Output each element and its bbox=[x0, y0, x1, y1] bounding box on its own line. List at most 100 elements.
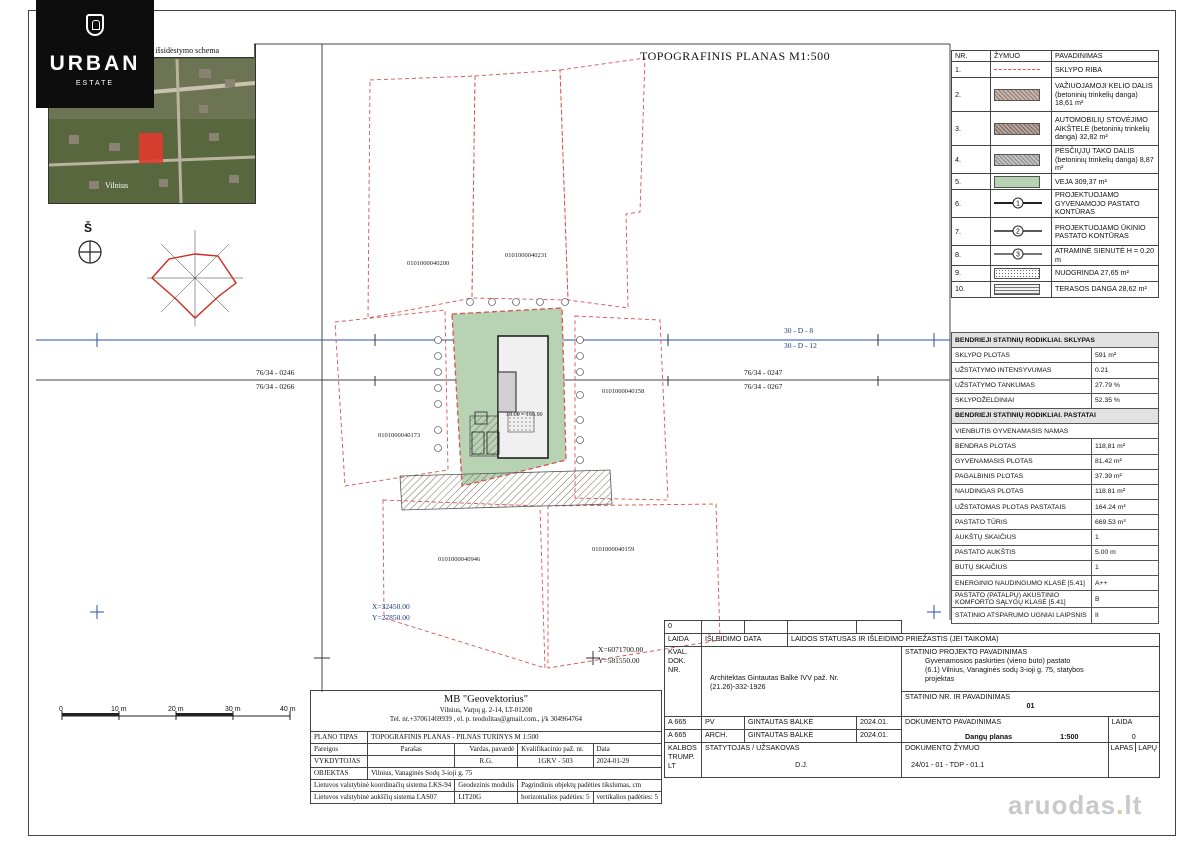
column-header: Parašas bbox=[367, 743, 456, 756]
geoid-model: LIT20G bbox=[454, 791, 519, 804]
project-name-heading: STATINIO PROJEKTO PAVADINIMAS bbox=[905, 647, 1028, 656]
stat-value: 591 m² bbox=[1091, 347, 1159, 364]
dashed-line-icon bbox=[990, 61, 1052, 79]
hatch-grey-icon bbox=[990, 145, 1052, 175]
legend-nr: 4. bbox=[951, 145, 991, 175]
revision-number: 0 bbox=[664, 620, 702, 634]
logo-word: URBAN bbox=[49, 52, 141, 75]
column-header: Pareigos bbox=[309, 743, 369, 756]
legend-nr: 8. bbox=[951, 245, 991, 266]
statinio-heading: STATINIO NR. IR PAVADINIMAS bbox=[905, 692, 1011, 701]
watermark-tld: lt bbox=[1124, 790, 1143, 820]
scale-label: 30 m bbox=[225, 706, 241, 713]
doc-name-heading: DOKUMENTO PAVADINIMAS bbox=[905, 717, 1002, 726]
legend-nr: 3. bbox=[951, 111, 991, 147]
logo-sub: ESTATE bbox=[75, 80, 115, 87]
zymuo-heading: DOKUMENTO ŽYMUO bbox=[905, 743, 980, 752]
stat-value: 0.21 bbox=[1091, 362, 1159, 379]
scale-label: 10 m bbox=[111, 706, 127, 713]
signer-role: ARCH. bbox=[701, 729, 745, 743]
contour-2-icon: 2 bbox=[990, 217, 1052, 247]
legend-nr: 7. bbox=[951, 217, 991, 247]
hatch-brown-icon bbox=[990, 77, 1052, 113]
parcel-label: 0101000040231 bbox=[505, 252, 548, 259]
legend-name: AUTOMOBILIŲ STOVĖJIMO AIKŠTELĖ (betonini… bbox=[1051, 111, 1159, 147]
stat-value: 669.53 m³ bbox=[1091, 514, 1159, 531]
project-name: Gyvenamosios paskirties (vieno buto) pas… bbox=[925, 656, 1084, 683]
watermark-text: aruodas bbox=[1008, 790, 1117, 820]
laida-label: LAIDA bbox=[664, 633, 702, 647]
wall-3-icon: 3 bbox=[990, 245, 1052, 266]
laida-value: 0 bbox=[1131, 732, 1136, 741]
stat-value: 118,81 m² bbox=[1091, 438, 1159, 455]
stat-value: 1 bbox=[1091, 529, 1159, 546]
company-address: Vilnius, Varpų g. 2-14, LT-01208 bbox=[439, 706, 533, 715]
horizontal-accuracy: horizontalios padėties: 5 bbox=[517, 791, 594, 804]
kalbos-label: KALBOS TRUMP. bbox=[668, 743, 697, 761]
stats-section-title: BENDRIEJI STATINIŲ RODIKLIAI. PASTATAI bbox=[951, 407, 1159, 425]
dots-icon bbox=[990, 264, 1052, 282]
parcel-label: 0101000040946 bbox=[438, 556, 481, 563]
geodez-module-label: Geodezinis modulis bbox=[454, 779, 519, 792]
signer-name: GINTAUTAS BALKĖ bbox=[744, 729, 857, 743]
drawing-sheet bbox=[28, 10, 1176, 836]
stat-key: BUTŲ SKAIČIUS bbox=[951, 559, 1092, 577]
signer-role: PV bbox=[701, 716, 745, 730]
hatch-brown-icon bbox=[990, 111, 1052, 147]
company-name: MB "Geovektorius" bbox=[443, 694, 529, 705]
aruodas-watermark: aruodas.lt bbox=[1008, 790, 1142, 821]
stat-value: 1 bbox=[1091, 559, 1159, 577]
parcel-label: 0101000040173 bbox=[378, 432, 421, 439]
stat-key: UŽSTATYMO INTENSYVUMAS bbox=[951, 362, 1092, 379]
vykdytojas-name: R.G. bbox=[454, 755, 519, 768]
stat-value: II bbox=[1091, 607, 1159, 624]
stat-key: BENDRAS PLOTAS bbox=[951, 438, 1092, 455]
legend-nr: 5. bbox=[951, 173, 991, 191]
stat-value: 164.24 m² bbox=[1091, 499, 1159, 516]
legend-name: SKLYPO RIBA bbox=[1051, 61, 1159, 79]
scale-label: 20 m bbox=[168, 706, 184, 713]
accuracy-label: Pagrindinis objektų padėties tikslumas, … bbox=[517, 779, 662, 792]
title-block-left: MB "Geovektorius" Vilnius, Varpų g. 2-14… bbox=[309, 690, 662, 804]
column-header: Vardas, pavardė bbox=[454, 743, 519, 756]
document-name-cell: DOKUMENTO PAVADINIMAS Dangų planas 1:500 bbox=[901, 716, 1109, 743]
grid-label: 30 - D - 8 bbox=[784, 326, 814, 335]
stat-key: GYVENAMASIS PLOTAS bbox=[951, 453, 1092, 470]
statinio-value: 01 bbox=[1026, 701, 1035, 710]
crest-icon bbox=[86, 14, 104, 36]
grid-label: 76/34 - 0247 bbox=[744, 368, 783, 377]
stat-key: PASTATO AUKŠTIS bbox=[951, 544, 1092, 561]
stat-key: ENERGINIO NAUDINGUMO KLASĖ [5.41] bbox=[951, 574, 1092, 592]
legend-nr: 2. bbox=[951, 77, 991, 113]
legend-nr: 10. bbox=[951, 280, 991, 298]
legend-header: ŽYMUO bbox=[990, 49, 1052, 63]
legend-table: NR. ŽYMUO PAVADINIMAS 1. SKLYPO RIBA 2. … bbox=[951, 49, 1159, 298]
svg-text:2: 2 bbox=[1016, 228, 1020, 235]
legend-name: VEJA 309,37 m² bbox=[1051, 173, 1159, 191]
parcel-label: 0101000040159 bbox=[592, 546, 635, 553]
coordinate-y: Y=27850.00 bbox=[372, 613, 410, 622]
kalbos-value: LT bbox=[668, 761, 676, 770]
objektas-value: Vilnius, Vanaginės Sodų 3-ioji g. 75 bbox=[367, 767, 662, 780]
title-block-right: 0 LAIDA IŠLEIDIMO DATA LAIDOS STATUSAS I… bbox=[664, 620, 1161, 778]
stat-value: 118.81 m² bbox=[1091, 483, 1159, 501]
grid-label: 76/34 - 0246 bbox=[256, 368, 295, 377]
legend-name: VAŽIUOJAMOJI KELIO DALIS (betoninių trin… bbox=[1051, 77, 1159, 113]
legend-nr: 1. bbox=[951, 61, 991, 79]
signer-name: GINTAUTAS BALKĖ bbox=[744, 716, 857, 730]
stats-table: BENDRIEJI STATINIŲ RODIKLIAI. SKLYPAS SK… bbox=[951, 331, 1159, 624]
grid-label: 76/34 - 0267 bbox=[744, 382, 783, 391]
stat-value: 27.79 % bbox=[1091, 377, 1159, 394]
legend-header: PAVADINIMAS bbox=[1051, 49, 1159, 63]
green-fill-icon bbox=[990, 173, 1052, 191]
legend-name: PROJEKTUOJAMO ŪKINIO PASTATO KONTŪRAS bbox=[1051, 217, 1159, 247]
stat-key: SKLYPO PLOTAS bbox=[951, 347, 1092, 364]
coordinate-x: X=32450.00 bbox=[372, 602, 410, 611]
stat-value: A++ bbox=[1091, 574, 1159, 592]
signer-code: A 665 bbox=[664, 729, 702, 743]
parcel-label: 0101000040200 bbox=[407, 260, 450, 267]
stat-value: 37.39 m² bbox=[1091, 468, 1159, 485]
company-contacts: Tel. nr.+37061469939 , el. p. teodolitas… bbox=[389, 714, 583, 723]
stat-key: UŽSTATOMAS PLOTAS PASTATAIS bbox=[951, 499, 1092, 516]
